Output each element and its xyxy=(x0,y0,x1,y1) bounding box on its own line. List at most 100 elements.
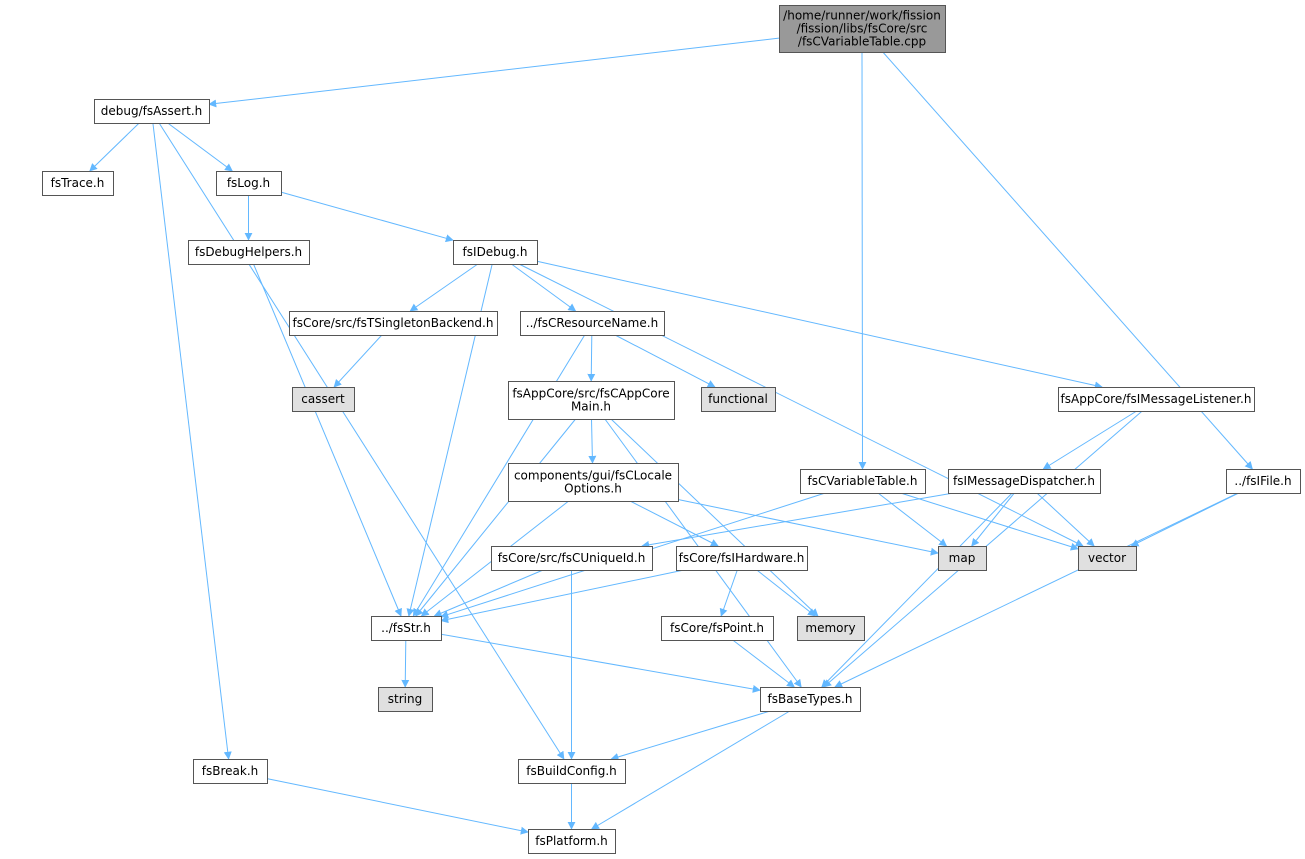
node-label: fsBuildConfig.h xyxy=(526,764,617,778)
node-fsimessagelistener[interactable]: fsAppCore/fsIMessageListener.h xyxy=(1058,387,1255,412)
edge-root-to-fscvariabletable xyxy=(858,51,867,470)
node-box xyxy=(94,99,210,124)
node-box xyxy=(508,381,675,420)
edge-fsstr-to-string xyxy=(401,639,410,688)
edge-fsdebughelpers-to-fsstr xyxy=(253,263,402,617)
node-label: Main.h xyxy=(571,400,611,414)
edges-layer xyxy=(89,37,1253,835)
edge-fsassert-to-fsbuildconfig xyxy=(158,122,565,760)
node-fsbasetypes[interactable]: fsBaseTypes.h xyxy=(760,687,861,712)
node-fsbreak[interactable]: fsBreak.h xyxy=(193,759,268,784)
edge-fscresourcename-to-functional xyxy=(614,334,716,388)
edge-fsihardware-to-fspoint xyxy=(719,569,738,617)
node-box xyxy=(948,469,1101,494)
edge-fsihardware-to-memory xyxy=(756,569,816,617)
node-box xyxy=(491,546,653,571)
node-fslog[interactable]: fsLog.h xyxy=(216,171,282,196)
node-box xyxy=(216,171,282,196)
node-label: fsCVariableTable.h xyxy=(808,474,918,488)
node-fscuniqueid[interactable]: fsCore/src/fsCUniqueId.h xyxy=(491,546,653,571)
node-functional: functional xyxy=(701,387,776,412)
edge-fsimessagedispatcher-to-map xyxy=(971,492,1015,547)
node-vector: vector xyxy=(1078,546,1137,571)
edge-fsbasetypes-to-fsbuildconfig xyxy=(610,710,771,761)
node-label: fsIMessageDispatcher.h xyxy=(953,474,1095,488)
edge-fspoint-to-fsbasetypes xyxy=(732,639,795,688)
edge-root-to-fsassert xyxy=(208,37,780,108)
node-box xyxy=(779,5,946,53)
node-box xyxy=(938,546,987,571)
node-box xyxy=(520,311,665,336)
node-label: fsCore/fsIHardware.h xyxy=(679,551,805,565)
node-fsihardware[interactable]: fsCore/fsIHardware.h xyxy=(676,546,808,571)
node-root: /home/runner/work/fission/fission/libs/f… xyxy=(779,5,946,53)
edge-fsimessagedispatcher-to-fscuniqueid xyxy=(641,492,954,549)
node-label: debug/fsAssert.h xyxy=(101,104,203,118)
node-fsassert[interactable]: debug/fsAssert.h xyxy=(94,99,210,124)
edge-localeoptions-to-fsihardware xyxy=(629,500,719,547)
node-label: functional xyxy=(708,392,768,406)
edge-fscvariabletable-to-map xyxy=(877,492,948,547)
node-map: map xyxy=(938,546,987,571)
node-box xyxy=(528,829,616,854)
node-label: fsAppCore/src/fsCAppCore xyxy=(512,387,669,401)
node-fscresourcename[interactable]: ../fsCResourceName.h xyxy=(520,311,665,336)
edge-fsidebug-to-fscresourcename xyxy=(511,263,577,312)
nodes-layer: /home/runner/work/fission/fission/libs/f… xyxy=(42,5,1301,854)
node-fstrace[interactable]: fsTrace.h xyxy=(42,171,114,196)
node-label: cassert xyxy=(301,392,345,406)
node-box xyxy=(193,759,268,784)
node-fsidebug[interactable]: fsIDebug.h xyxy=(453,240,538,265)
edge-fsifile-to-fsbasetypes xyxy=(834,492,1239,688)
node-box xyxy=(292,387,355,412)
node-label: vector xyxy=(1088,551,1126,565)
edge-fsbreak-to-fsplatform xyxy=(266,778,529,835)
node-label: fsBreak.h xyxy=(202,764,258,778)
node-label: fsPlatform.h xyxy=(535,834,608,848)
node-fstsingleton[interactable]: fsCore/src/fsTSingletonBackend.h xyxy=(289,311,498,336)
node-fsdebughelpers[interactable]: fsDebugHelpers.h xyxy=(188,240,310,265)
node-box xyxy=(661,616,774,641)
node-fsifile[interactable]: ../fsIFile.h xyxy=(1226,469,1301,494)
node-box xyxy=(371,616,442,641)
node-fscvariabletable[interactable]: fsCVariableTable.h xyxy=(800,469,926,494)
node-label: fsAppCore/fsIMessageListener.h xyxy=(1061,392,1252,406)
node-box xyxy=(453,240,538,265)
edge-fslog-to-fsidebug xyxy=(280,191,454,243)
node-box xyxy=(760,687,861,712)
node-label: fsIDebug.h xyxy=(463,245,528,259)
node-box xyxy=(797,616,865,641)
node-box xyxy=(378,687,433,712)
node-box xyxy=(676,546,808,571)
node-label: /fission/libs/fsCore/src xyxy=(797,22,928,36)
node-label: map xyxy=(949,551,976,565)
node-label: Options.h xyxy=(564,482,622,496)
node-fspoint[interactable]: fsCore/fsPoint.h xyxy=(661,616,774,641)
edge-fsstr-to-fsbasetypes xyxy=(440,633,761,693)
edge-fsappcoremain-to-memory xyxy=(610,418,819,617)
node-box xyxy=(518,759,626,784)
node-fsbuildconfig[interactable]: fsBuildConfig.h xyxy=(518,759,626,784)
node-label: string xyxy=(388,692,422,706)
node-box xyxy=(1226,469,1301,494)
node-label: ../fsCResourceName.h xyxy=(526,316,658,330)
node-label: /fsCVariableTable.cpp xyxy=(798,35,926,49)
node-cassert: cassert xyxy=(292,387,355,412)
node-box xyxy=(42,171,114,196)
edge-fsassert-to-fslog xyxy=(167,122,233,172)
node-label: fsCore/src/fsTSingletonBackend.h xyxy=(293,316,494,330)
node-fsimessagedispatcher[interactable]: fsIMessageDispatcher.h xyxy=(948,469,1101,494)
edge-fsihardware-to-fsstr xyxy=(440,569,685,624)
edge-fsassert-to-fsbreak xyxy=(152,122,232,760)
node-box xyxy=(1058,387,1255,412)
node-box xyxy=(289,311,498,336)
node-memory: memory xyxy=(797,616,865,641)
node-box xyxy=(508,463,679,502)
node-label: fsLog.h xyxy=(227,176,270,190)
node-fsstr[interactable]: ../fsStr.h xyxy=(371,616,442,641)
node-fsplatform[interactable]: fsPlatform.h xyxy=(528,829,616,854)
node-box xyxy=(188,240,310,265)
